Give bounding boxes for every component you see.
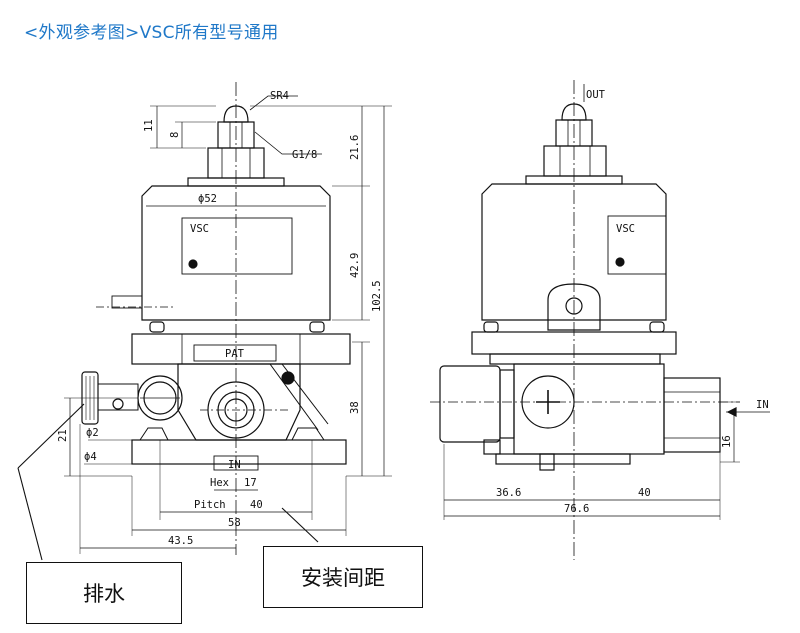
left-valve-screw [281, 371, 295, 385]
label-sr4: SR4 [270, 90, 289, 102]
label-vsc-left: VSC [190, 223, 209, 235]
dim-40: 40 [638, 487, 651, 499]
dim-43-5: 43.5 [168, 535, 193, 547]
left-base-plate [131, 439, 347, 465]
label-phi2: ϕ2 [86, 427, 99, 439]
label-pat: PAT [225, 348, 245, 360]
dim-102-5: 102.5 [371, 280, 383, 312]
label-phi52: ϕ52 [198, 193, 217, 205]
dim-58: 58 [228, 517, 241, 529]
right-view [430, 80, 770, 560]
left-main-body [141, 185, 331, 321]
right-in-fitting [663, 377, 721, 453]
label-hex-value: 17 [244, 477, 257, 489]
right-main-body [481, 183, 667, 321]
dim-11: 11 [143, 119, 155, 132]
dim-36-6: 36.6 [496, 487, 521, 499]
callout-mounting-spacing: 安装间距 [263, 546, 423, 608]
right-screw-icon [615, 257, 625, 267]
left-view [17, 82, 392, 561]
page-title: <外观参考图>VSC所有型号通用 [24, 23, 279, 43]
left-valve-body [177, 363, 301, 441]
right-left-fitting [439, 365, 501, 443]
label-in-left: IN [228, 459, 241, 471]
dim-21-6: 21.6 [349, 135, 361, 160]
left-screw-icon [188, 259, 198, 269]
dim-21: 21 [57, 429, 69, 442]
label-phi4: ϕ4 [84, 451, 97, 463]
left-side-pipe [111, 295, 143, 309]
dim-8: 8 [169, 132, 181, 138]
label-out: OUT [586, 89, 606, 101]
label-vsc-right: VSC [616, 223, 635, 235]
dim-76-6: 76.6 [564, 503, 589, 515]
label-pitch-value: 40 [250, 499, 263, 511]
label-g18: G1/8 [292, 149, 317, 161]
label-hex: Hex [210, 477, 229, 489]
callout-drain: 排水 [26, 562, 182, 624]
label-in-right: IN [756, 399, 769, 411]
left-dome [223, 105, 249, 123]
left-label-plate [181, 217, 293, 275]
dim-38: 38 [349, 401, 361, 414]
dim-16: 16 [721, 435, 733, 448]
label-pitch: Pitch [194, 499, 226, 511]
dim-42-9: 42.9 [349, 253, 361, 278]
